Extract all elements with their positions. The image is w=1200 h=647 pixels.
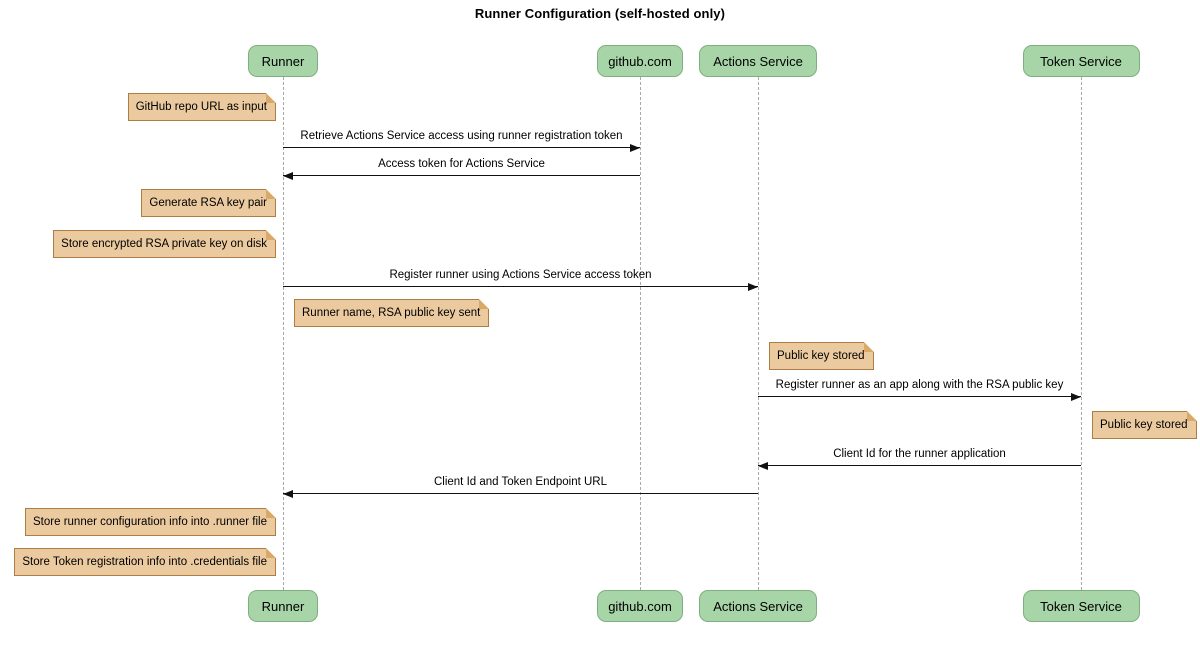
message-line <box>283 493 758 494</box>
participant-box-bottom: Actions Service <box>699 590 817 622</box>
message-line <box>283 286 758 287</box>
message-line <box>283 147 640 148</box>
message-line <box>758 396 1081 397</box>
note-text: Public key stored <box>1100 419 1188 431</box>
message: Register runner using Actions Service ac… <box>283 268 758 291</box>
message: Client Id and Token Endpoint URL <box>283 475 758 498</box>
note: Runner name, RSA public key sent <box>294 299 490 327</box>
participant-label: Runner <box>261 53 305 69</box>
note-text: Store runner configuration info into .ru… <box>33 516 267 528</box>
participant-box-bottom: github.com <box>597 590 683 622</box>
participant-label: Actions Service <box>713 598 803 614</box>
note-text: Store Token registration info into .cred… <box>22 556 267 568</box>
arrowhead-icon <box>748 283 758 291</box>
message: Register runner as an app along with the… <box>758 378 1081 401</box>
note: Store Token registration info into .cred… <box>14 548 276 576</box>
lifeline <box>1081 77 1082 590</box>
lifeline <box>283 77 284 590</box>
arrowhead-icon <box>758 462 768 470</box>
participant-box-bottom: Token Service <box>1022 590 1140 622</box>
lifeline <box>640 77 641 590</box>
message-label: Client Id and Token Endpoint URL <box>433 476 608 488</box>
note-text: Public key stored <box>777 350 865 362</box>
participant-box-bottom: Runner <box>248 590 318 622</box>
participant-label: Runner <box>261 598 305 614</box>
note: Store runner configuration info into .ru… <box>25 508 276 536</box>
message-label: Register runner as an app along with the… <box>775 379 1064 391</box>
message-line <box>758 465 1081 466</box>
message-label: Access token for Actions Service <box>378 158 545 170</box>
note-text: Store encrypted RSA private key on disk <box>61 238 267 250</box>
arrowhead-icon <box>283 172 293 180</box>
message: Access token for Actions Service <box>283 157 640 180</box>
message-label: Client Id for the runner application <box>833 448 1006 460</box>
participant-box-top: Runner <box>248 45 318 77</box>
arrowhead-icon <box>630 144 640 152</box>
note-text: Runner name, RSA public key sent <box>302 307 481 319</box>
message-label: Register runner using Actions Service ac… <box>389 269 652 281</box>
participant-box-top: github.com <box>597 45 683 77</box>
note: Public key stored <box>1092 411 1197 439</box>
lifeline <box>758 77 759 590</box>
participant-label: Token Service <box>1040 598 1122 614</box>
note-text: GitHub repo URL as input <box>135 101 267 113</box>
message-line <box>283 175 640 176</box>
diagram-title: Runner Configuration (self-hosted only) <box>474 6 726 21</box>
participant-label: github.com <box>608 598 672 614</box>
note: Generate RSA key pair <box>141 189 276 217</box>
message: Retrieve Actions Service access using ru… <box>283 129 640 152</box>
arrowhead-icon <box>1071 393 1081 401</box>
participant-label: Actions Service <box>713 53 803 69</box>
arrowhead-icon <box>283 490 293 498</box>
note: GitHub repo URL as input <box>127 93 277 121</box>
message: Client Id for the runner application <box>758 447 1081 470</box>
message-label: Retrieve Actions Service access using ru… <box>300 130 623 142</box>
note-text: Generate RSA key pair <box>149 197 267 209</box>
participant-label: Token Service <box>1040 53 1122 69</box>
participant-label: github.com <box>608 53 672 69</box>
participant-box-top: Token Service <box>1022 45 1140 77</box>
note: Store encrypted RSA private key on disk <box>53 230 276 258</box>
participant-box-top: Actions Service <box>699 45 817 77</box>
note: Public key stored <box>769 342 874 370</box>
